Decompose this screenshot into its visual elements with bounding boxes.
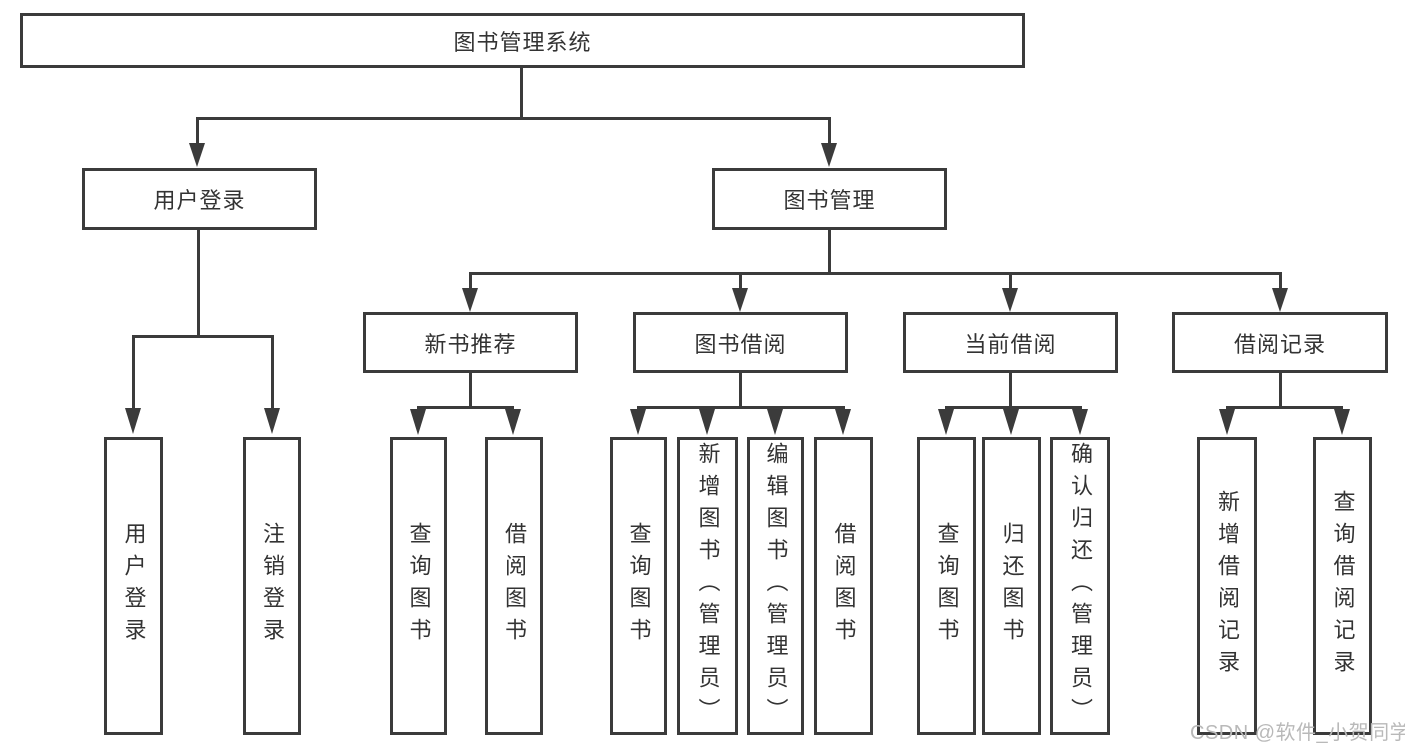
leaf-borrow-query-book: 查询图书 [610, 437, 667, 735]
leaf-record-query-record-label: 查询借阅记录 [1330, 490, 1356, 682]
leaf-record-add-record: 新增借阅记录 [1197, 437, 1257, 735]
leaf-recommend-borrow-book-label: 借阅图书 [502, 522, 527, 650]
node-current-borrow: 当前借阅 [903, 312, 1118, 373]
connector-management-drop [828, 117, 831, 147]
arrow-down-icon [125, 408, 141, 434]
connector-borrow-stem [739, 373, 742, 409]
arrow-down-icon [1003, 409, 1019, 435]
node-new-book-recommend-label: 新书推荐 [424, 331, 517, 357]
connector-login-leaf2-drop [271, 335, 274, 411]
connector-root-rail [196, 117, 831, 120]
node-user-login-label: 用户登录 [153, 188, 246, 213]
leaf-current-return-book: 归还图书 [982, 437, 1041, 735]
arrow-down-icon [189, 143, 205, 167]
leaf-user-login: 用户登录 [104, 437, 163, 735]
leaf-borrow-edit-book-admin-label: 编辑图书（管理员） [763, 442, 789, 730]
connector-recommend-drop [469, 272, 472, 290]
connector-current-drop [1009, 272, 1012, 290]
connector-management-stem [828, 230, 831, 275]
arrow-down-icon [1334, 409, 1350, 435]
arrow-down-icon [821, 143, 837, 167]
leaf-borrow-add-book-admin-label: 新增图书（管理员） [695, 442, 721, 730]
arrow-down-icon [505, 409, 521, 435]
node-borrow-record: 借阅记录 [1172, 312, 1388, 373]
node-user-login: 用户登录 [82, 168, 317, 230]
arrow-down-icon [767, 409, 783, 435]
connector-current-stem [1009, 373, 1012, 409]
node-book-borrow-label: 图书借阅 [694, 331, 787, 357]
leaf-recommend-query-book-label: 查询图书 [406, 522, 432, 650]
arrow-down-icon [630, 409, 646, 435]
connector-login-drop [196, 117, 199, 147]
connector-current-rail [945, 406, 1082, 409]
node-book-management-label: 图书管理 [783, 188, 876, 213]
leaf-borrow-borrow-book: 借阅图书 [814, 437, 873, 735]
connector-record-drop [1279, 272, 1282, 290]
arrow-down-icon [699, 409, 715, 435]
leaf-borrow-borrow-book-label: 借阅图书 [831, 522, 857, 650]
leaf-current-return-book-label: 归还图书 [999, 522, 1025, 650]
node-borrow-record-label: 借阅记录 [1233, 331, 1326, 357]
node-book-management: 图书管理 [712, 168, 947, 230]
leaf-current-confirm-return-admin: 确认归还（管理员） [1050, 437, 1110, 735]
leaf-borrow-add-book-admin: 新增图书（管理员） [677, 437, 738, 735]
connector-recommend-stem [469, 373, 472, 409]
leaf-logout: 注销登录 [243, 437, 301, 735]
arrow-down-icon [1272, 288, 1288, 312]
arrow-down-icon [462, 288, 478, 312]
connector-recommend-rail [417, 406, 514, 409]
connector-borrow-drop [739, 272, 742, 290]
leaf-record-add-record-label: 新增借阅记录 [1215, 490, 1240, 682]
arrow-down-icon [1002, 288, 1018, 312]
arrow-down-icon [732, 288, 748, 312]
node-root: 图书管理系统 [20, 13, 1025, 68]
arrow-down-icon [264, 408, 280, 434]
leaf-user-login-label: 用户登录 [121, 522, 147, 650]
connector-management-rail [469, 272, 1282, 275]
node-book-borrow: 图书借阅 [633, 312, 848, 373]
arrow-down-icon [1219, 409, 1235, 435]
leaf-recommend-query-book: 查询图书 [390, 437, 447, 735]
node-new-book-recommend: 新书推荐 [363, 312, 578, 373]
arrow-down-icon [938, 409, 954, 435]
connector-borrow-rail [637, 406, 845, 409]
node-current-borrow-label: 当前借阅 [964, 331, 1057, 357]
leaf-borrow-query-book-label: 查询图书 [626, 522, 652, 650]
leaf-record-query-record: 查询借阅记录 [1313, 437, 1372, 735]
connector-login-leaf1-drop [132, 335, 135, 411]
arrow-down-icon [1072, 409, 1088, 435]
connector-login-stem [197, 230, 200, 338]
leaf-borrow-edit-book-admin: 编辑图书（管理员） [747, 437, 804, 735]
arrow-down-icon [410, 409, 426, 435]
leaf-current-confirm-return-admin-label: 确认归还（管理员） [1068, 442, 1093, 730]
leaf-logout-label: 注销登录 [260, 522, 285, 650]
leaf-recommend-borrow-book: 借阅图书 [485, 437, 543, 735]
connector-root-stem [520, 68, 523, 120]
connector-record-stem [1279, 373, 1282, 409]
arrow-down-icon [835, 409, 851, 435]
leaf-current-query-book: 查询图书 [917, 437, 976, 735]
watermark: CSDN @软件_小贺同学 [1190, 722, 1405, 744]
connector-record-rail [1226, 406, 1343, 409]
leaf-current-query-book-label: 查询图书 [934, 522, 960, 650]
connector-login-rail [132, 335, 274, 338]
node-root-label: 图书管理系统 [453, 29, 592, 55]
